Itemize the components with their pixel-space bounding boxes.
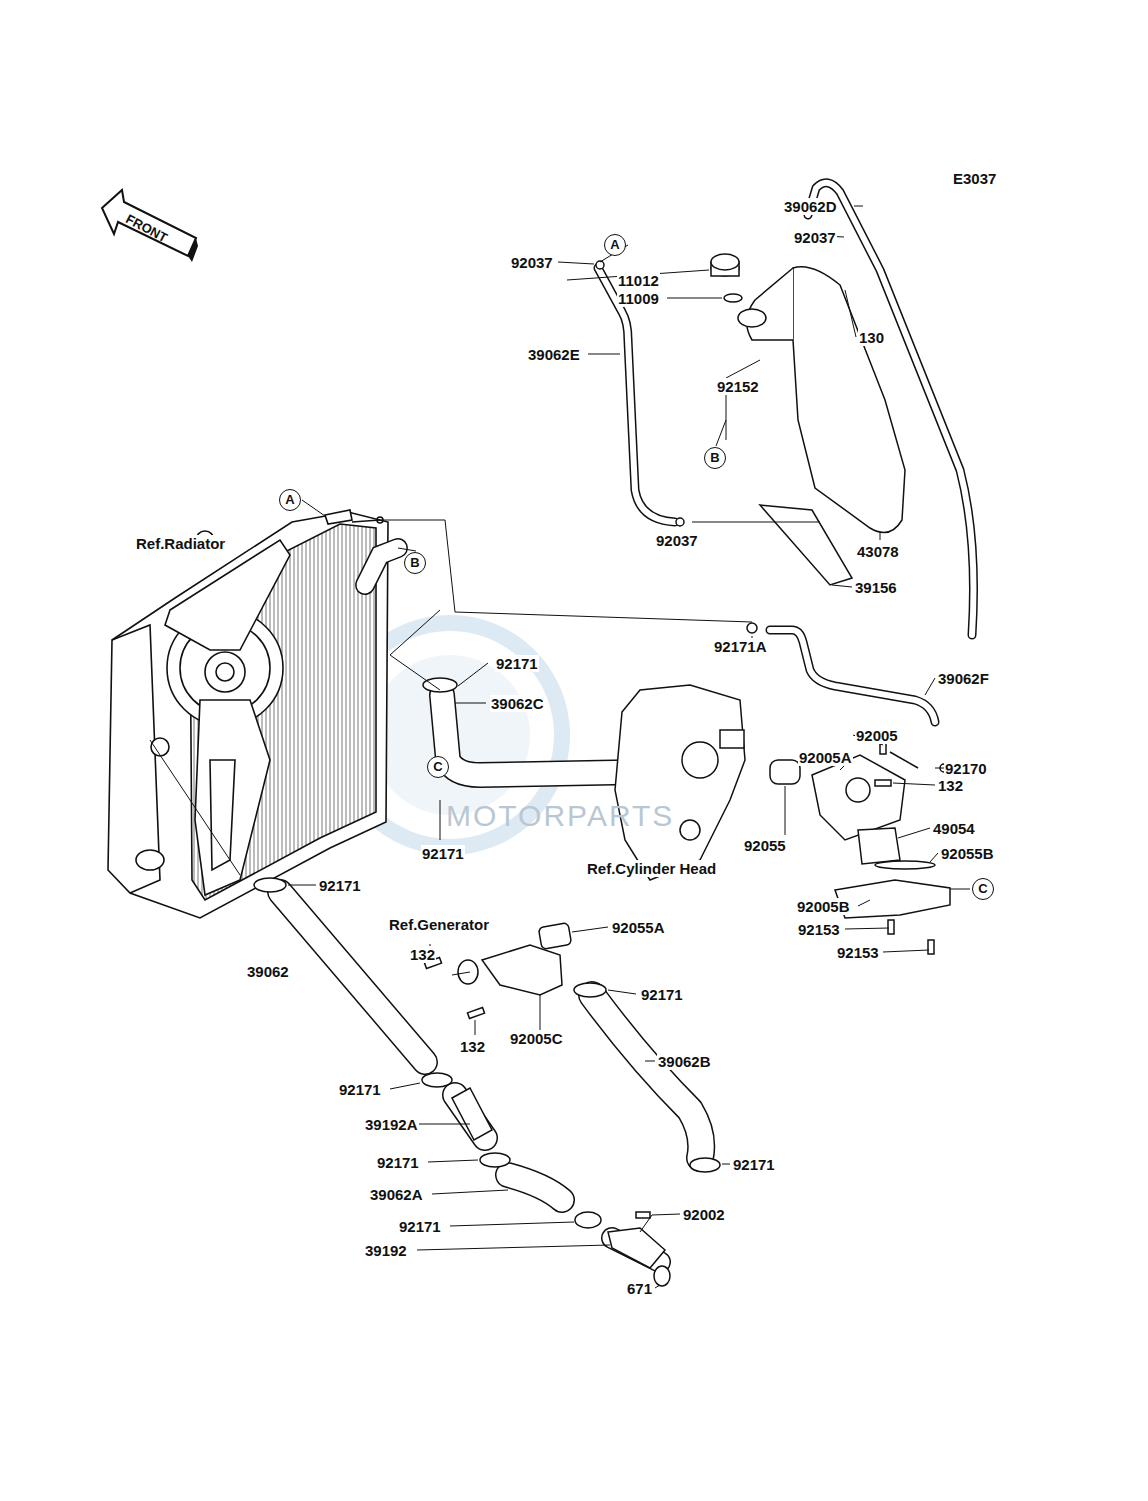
callout-number: 92002: [682, 1206, 726, 1223]
callout-number: 92005: [855, 727, 899, 744]
callout-number: 132: [409, 946, 436, 963]
callout-number: 43078: [856, 543, 900, 560]
callout-number: 671: [626, 1280, 653, 1297]
reference-letter: C: [978, 882, 987, 896]
reference-circle: A: [604, 234, 626, 256]
callout-number: 92171: [338, 1081, 382, 1098]
callout-number: 92171: [495, 655, 539, 672]
callout-number: 39192: [364, 1242, 408, 1259]
callout-number: 92153: [797, 921, 841, 938]
callout-number: 92153: [836, 944, 880, 961]
callout-number: 92170: [944, 760, 988, 777]
callout-number: 132: [459, 1038, 486, 1055]
reference-circle: A: [279, 489, 301, 511]
callout-number: 92055B: [940, 845, 995, 862]
callout-number: 39192A: [364, 1116, 419, 1133]
reference-letter: A: [285, 493, 294, 507]
callout-number: 39062C: [490, 695, 545, 712]
callout-number: 39062D: [783, 198, 838, 215]
callout-number: 11009: [617, 290, 660, 307]
reference-circle: C: [427, 756, 449, 778]
reference-circle: B: [404, 552, 426, 574]
callout-number: 92005C: [509, 1030, 564, 1047]
reference-letter: A: [610, 238, 619, 252]
reference-letter: C: [433, 760, 442, 774]
watermark: MOTORPARTS: [445, 800, 675, 832]
callout-number: 39062E: [527, 346, 581, 363]
callout-number: 39062F: [937, 670, 990, 687]
reference-note: Ref.Radiator: [135, 535, 226, 552]
callout-number: 92037: [655, 532, 699, 549]
callout-number: 92171: [398, 1218, 442, 1235]
callout-number: 11012: [617, 272, 660, 289]
callout-number: 92171: [732, 1156, 776, 1173]
callout-number: 39062A: [369, 1186, 424, 1203]
callout-number: 92037: [793, 229, 837, 246]
callout-number: 39156: [854, 579, 898, 596]
callout-number: 92055A: [611, 919, 666, 936]
callout-number: 39062B: [657, 1053, 712, 1070]
reference-note: Ref.Cylinder Head: [586, 860, 717, 877]
callout-number: 92005A: [798, 749, 853, 766]
callout-number: 92171: [376, 1154, 420, 1171]
callout-number: 92055: [743, 837, 787, 854]
reference-letter: B: [710, 451, 719, 465]
callout-number: 39062: [246, 963, 290, 980]
callout-number: E3037: [952, 170, 997, 187]
reference-note: Ref.Generator: [388, 916, 490, 933]
reference-letter: B: [410, 556, 419, 570]
callout-number: 92171A: [713, 638, 768, 655]
callout-number: 92171: [421, 845, 465, 862]
callout-number: 92171: [318, 877, 362, 894]
front-arrow: FRONT: [100, 188, 200, 266]
callout-number: 92005B: [796, 898, 851, 915]
reference-circle: C: [972, 878, 994, 900]
callout-number: 49054: [932, 820, 976, 837]
callout-number: 92171: [640, 986, 684, 1003]
callout-number: 130: [858, 329, 885, 346]
reference-circle: B: [704, 447, 726, 469]
callout-number: 92152: [716, 378, 760, 395]
callout-number: 92037: [510, 254, 554, 271]
callout-number: 132: [937, 777, 964, 794]
